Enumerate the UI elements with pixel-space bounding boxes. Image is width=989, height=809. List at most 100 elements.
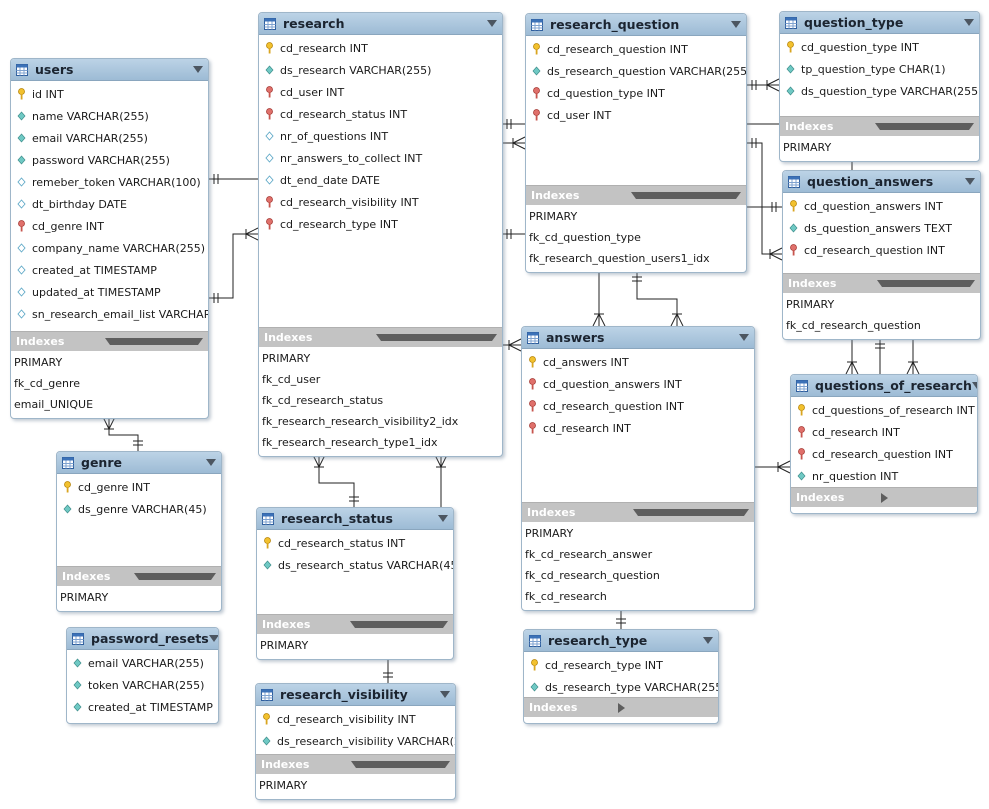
- index-row[interactable]: PRIMARY: [60, 591, 109, 604]
- indexes-section-header[interactable]: Indexes: [526, 185, 746, 205]
- expand-down-icon[interactable]: [874, 123, 974, 130]
- column-row[interactable]: cd_questions_of_research INT: [791, 399, 977, 421]
- indexes-section-header[interactable]: Indexes: [791, 487, 977, 507]
- column-row[interactable]: nr_answers_to_collect INT: [259, 147, 502, 169]
- column-row[interactable]: dt_end_date DATE: [259, 169, 502, 191]
- column-row[interactable]: cd_research_question INT: [791, 443, 977, 465]
- column-row[interactable]: cd_question_type INT: [526, 82, 746, 104]
- column-row[interactable]: sn_research_email_list VARCHAR(...: [11, 303, 208, 325]
- column-row[interactable]: company_name VARCHAR(255): [11, 237, 208, 259]
- relationship-link[interactable]: [501, 136, 526, 150]
- collapse-arrow-icon[interactable]: [964, 19, 974, 26]
- indexes-section-header[interactable]: Indexes: [11, 331, 208, 351]
- column-row[interactable]: cd_research INT: [522, 417, 754, 439]
- column-row[interactable]: nr_question INT: [791, 465, 977, 487]
- indexes-section-header[interactable]: Indexes: [57, 566, 221, 586]
- column-row[interactable]: created_at TIMESTAMP: [11, 259, 208, 281]
- indexes-section-header[interactable]: Indexes: [783, 273, 980, 293]
- column-row[interactable]: remeber_token VARCHAR(100): [11, 171, 208, 193]
- column-row[interactable]: ds_research_visibility VARCHAR(255): [256, 730, 455, 752]
- table-header[interactable]: question_answers: [783, 171, 980, 193]
- column-row[interactable]: ds_research_question VARCHAR(255): [526, 60, 746, 82]
- relationship-link[interactable]: [208, 227, 259, 303]
- expand-right-icon[interactable]: [617, 702, 714, 713]
- relationship-link[interactable]: [746, 202, 782, 212]
- relationship-link[interactable]: [102, 416, 143, 451]
- index-row[interactable]: fk_cd_research_question: [525, 569, 660, 582]
- index-row[interactable]: fk_cd_question_type: [529, 231, 641, 244]
- collapse-arrow-icon[interactable]: [965, 178, 975, 185]
- relationship-link[interactable]: [208, 174, 258, 184]
- relationship-link[interactable]: [501, 229, 525, 239]
- index-row[interactable]: email_UNIQUE: [14, 398, 94, 411]
- index-row[interactable]: PRIMARY: [786, 298, 835, 311]
- collapse-arrow-icon[interactable]: [206, 459, 216, 466]
- relationship-link[interactable]: [746, 78, 780, 92]
- column-row[interactable]: cd_research INT: [791, 421, 977, 443]
- index-row[interactable]: fk_research_question_users1_idx: [529, 252, 710, 265]
- collapse-arrow-icon[interactable]: [440, 691, 450, 698]
- expand-down-icon[interactable]: [375, 334, 497, 341]
- indexes-section-header[interactable]: Indexes: [256, 754, 455, 774]
- column-row[interactable]: cd_research_question INT: [783, 239, 980, 261]
- indexes-section-header[interactable]: Indexes: [257, 614, 453, 634]
- table-header[interactable]: question_type: [780, 12, 979, 34]
- column-row[interactable]: id INT: [11, 83, 208, 105]
- collapse-arrow-icon[interactable]: [208, 635, 218, 642]
- column-row[interactable]: dt_birthday DATE: [11, 193, 208, 215]
- relationship-link[interactable]: [501, 119, 525, 129]
- relationship-link[interactable]: [875, 338, 885, 374]
- column-row[interactable]: tp_question_type CHAR(1): [780, 58, 979, 80]
- column-row[interactable]: cd_research_visibility INT: [256, 708, 455, 730]
- column-row[interactable]: cd_research_status INT: [259, 103, 502, 125]
- index-row[interactable]: fk_research_research_type1_idx: [262, 436, 438, 449]
- relationship-link[interactable]: [746, 138, 783, 261]
- column-row[interactable]: cd_research INT: [259, 37, 502, 59]
- relationship-link[interactable]: [434, 454, 448, 507]
- index-row[interactable]: PRIMARY: [259, 779, 308, 792]
- relationship-link[interactable]: [632, 271, 684, 327]
- expand-down-icon[interactable]: [104, 338, 203, 345]
- column-row[interactable]: cd_genre INT: [11, 215, 208, 237]
- relationship-link[interactable]: [616, 609, 626, 629]
- column-row[interactable]: cd_research_status INT: [257, 532, 453, 554]
- table-header[interactable]: research_question: [526, 14, 746, 36]
- column-row[interactable]: cd_research_visibility INT: [259, 191, 502, 213]
- collapse-arrow-icon[interactable]: [487, 20, 497, 27]
- index-row[interactable]: PRIMARY: [262, 352, 311, 365]
- collapse-arrow-icon[interactable]: [971, 382, 977, 389]
- relationship-link[interactable]: [592, 271, 606, 327]
- index-row[interactable]: fk_cd_research_question: [786, 319, 921, 332]
- table-header[interactable]: research_visibility: [256, 684, 455, 706]
- collapse-arrow-icon[interactable]: [703, 637, 713, 644]
- column-row[interactable]: updated_at TIMESTAMP: [11, 281, 208, 303]
- column-row[interactable]: cd_genre INT: [57, 476, 221, 498]
- column-row[interactable]: cd_research_question INT: [526, 38, 746, 60]
- table-header[interactable]: questions_of_research: [791, 375, 977, 397]
- column-row[interactable]: ds_question_type VARCHAR(255): [780, 80, 979, 102]
- column-row[interactable]: ds_genre VARCHAR(45): [57, 498, 221, 520]
- relationship-link[interactable]: [501, 338, 522, 352]
- column-row[interactable]: cd_user INT: [526, 104, 746, 126]
- table-header[interactable]: answers: [522, 327, 754, 349]
- index-row[interactable]: PRIMARY: [783, 141, 832, 154]
- table-header[interactable]: research_status: [257, 508, 453, 530]
- expand-down-icon[interactable]: [350, 761, 450, 768]
- column-row[interactable]: password VARCHAR(255): [11, 149, 208, 171]
- column-row[interactable]: ds_research_status VARCHAR(45): [257, 554, 453, 576]
- collapse-arrow-icon[interactable]: [739, 334, 749, 341]
- expand-down-icon[interactable]: [350, 621, 448, 628]
- table-header[interactable]: research_type: [524, 630, 718, 652]
- table-header[interactable]: password_resets: [67, 628, 218, 650]
- column-row[interactable]: cd_research_type INT: [259, 213, 502, 235]
- column-row[interactable]: cd_user INT: [259, 81, 502, 103]
- column-row[interactable]: cd_research_question INT: [522, 395, 754, 417]
- column-row[interactable]: created_at TIMESTAMP: [67, 696, 218, 718]
- expand-down-icon[interactable]: [633, 509, 749, 516]
- index-row[interactable]: PRIMARY: [14, 356, 63, 369]
- expand-right-icon[interactable]: [880, 492, 973, 503]
